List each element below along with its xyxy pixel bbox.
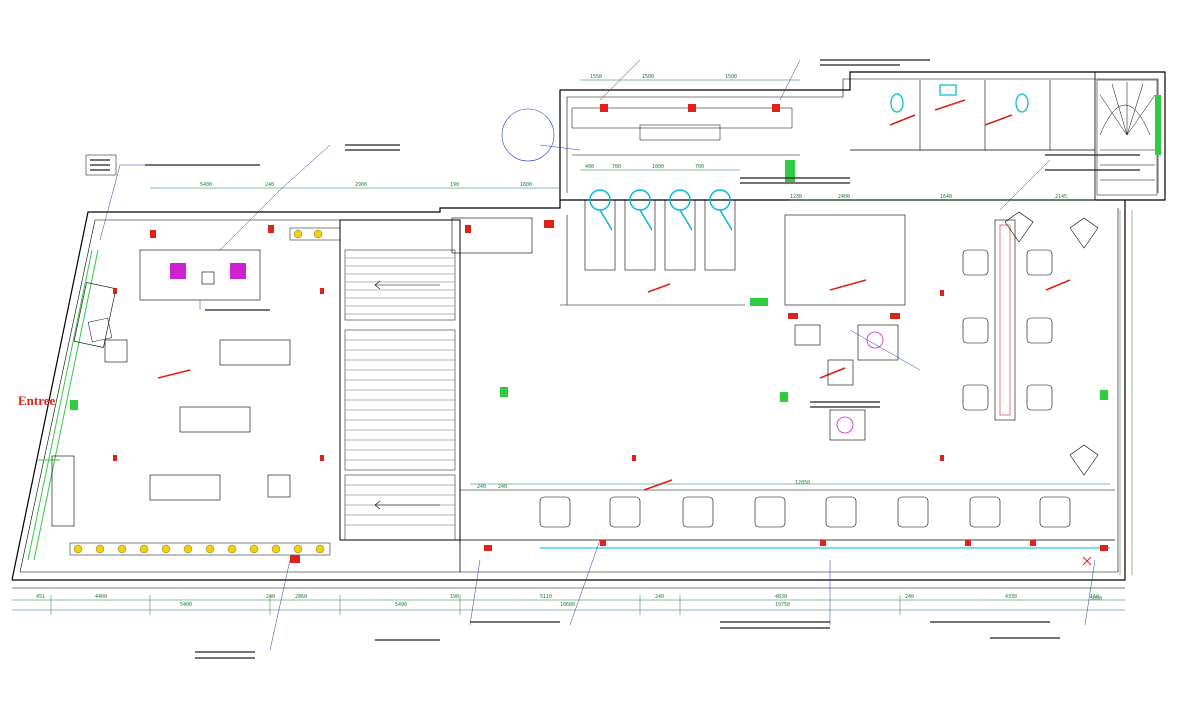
svg-text:19750: 19750 (775, 602, 790, 608)
svg-text:240: 240 (905, 594, 914, 600)
svg-text:160: 160 (1090, 594, 1099, 600)
svg-text:240: 240 (477, 484, 486, 490)
x-marker (1082, 556, 1092, 566)
svg-text:240: 240 (266, 594, 275, 600)
legend-box (85, 154, 117, 176)
display-shelf-items (73, 229, 325, 554)
spiral-staircase (1096, 79, 1158, 196)
annotation-note-blocks (90, 59, 1140, 659)
svg-text:2145: 2145 (1055, 194, 1067, 200)
svg-text:1600: 1600 (520, 182, 532, 188)
svg-text:700: 700 (695, 164, 704, 170)
top-counter (571, 107, 800, 156)
svg-text:5400: 5400 (180, 602, 192, 608)
dimension-lines (12, 79, 1133, 615)
svg-text:5000: 5000 (1090, 596, 1102, 602)
stair-treads (345, 257, 455, 526)
treatment-chairs (836, 331, 884, 434)
svg-text:240: 240 (265, 182, 274, 188)
svg-text:12050: 12050 (795, 480, 810, 486)
svg-text:451: 451 (36, 594, 45, 600)
dimension-texts: 451 4400 5400 240 2860 5490 190 5110 106… (36, 74, 1102, 608)
svg-text:700: 700 (612, 164, 621, 170)
svg-text:4330: 4330 (1005, 594, 1017, 600)
waiting-chairs (962, 219, 1053, 421)
entrance-label: Entree (18, 393, 56, 408)
svg-text:4830: 4830 (775, 594, 787, 600)
svg-text:4400: 4400 (95, 594, 107, 600)
display-shelves (69, 227, 341, 556)
svg-text:190: 190 (450, 182, 459, 188)
outer-walls (11, 71, 1166, 589)
svg-text:240: 240 (498, 484, 507, 490)
entrance-glazing (27, 249, 99, 561)
svg-text:5490: 5490 (395, 602, 407, 608)
svg-text:1000: 1000 (652, 164, 664, 170)
svg-text:10680: 10680 (560, 602, 575, 608)
outlet-markers (113, 220, 944, 563)
svg-text:190: 190 (450, 594, 459, 600)
svg-text:240: 240 (655, 594, 664, 600)
svg-text:5110: 5110 (540, 594, 552, 600)
extinguisher-markers (70, 95, 1161, 410)
left-fixtures (51, 217, 533, 527)
svg-text:1640: 1640 (940, 194, 952, 200)
magenta-units (170, 263, 246, 285)
annotation-leaders (99, 59, 1096, 651)
mirror-red-marks (484, 540, 1108, 551)
svg-text:1230: 1230 (790, 194, 802, 200)
wash-basin-bowls (589, 189, 733, 231)
zone-labels (157, 99, 1071, 491)
top-counter-sinks (600, 104, 780, 112)
treatment-area (784, 214, 906, 441)
detail-callout-circle (501, 108, 555, 162)
svg-text:1500: 1500 (725, 74, 737, 80)
toilets (890, 84, 1029, 113)
svg-text:2900: 2900 (355, 182, 367, 188)
svg-text:1500: 1500 (642, 74, 654, 80)
svg-text:1550: 1550 (590, 74, 602, 80)
svg-text:2400: 2400 (838, 194, 850, 200)
wash-basins (560, 199, 745, 306)
svg-text:2860: 2860 (295, 594, 307, 600)
svg-text:5400: 5400 (200, 182, 212, 188)
salon-chairs-row (539, 496, 1071, 528)
spa-chairs (1004, 211, 1099, 476)
svg-text:400: 400 (585, 164, 594, 170)
